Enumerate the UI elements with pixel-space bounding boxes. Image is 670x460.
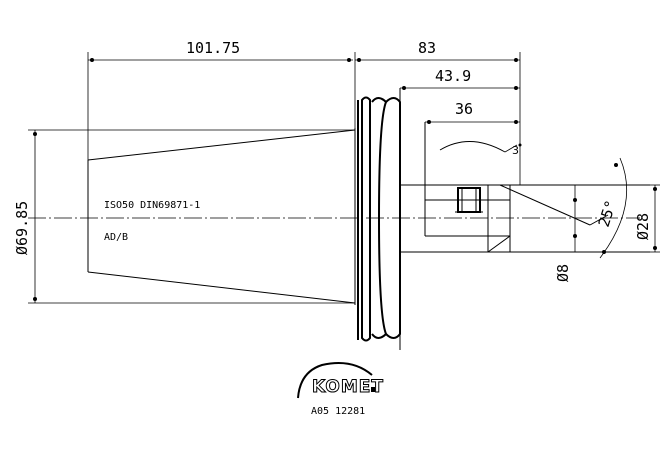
brand-logo: KOMET	[297, 362, 384, 399]
brand-name: KOMET	[312, 377, 384, 397]
dim-shank-length: 43.9	[400, 67, 520, 90]
shank	[400, 122, 650, 253]
overall-length-label: 101.75	[186, 39, 240, 57]
article-number: A05 12281	[311, 406, 365, 417]
dim-taper-diameter: Ø69.85	[13, 129, 355, 304]
thread-depth-label: 36	[455, 100, 473, 118]
taper-diameter-label: Ø69.85	[13, 201, 31, 255]
bore-diameter-label: Ø8	[554, 264, 572, 282]
dim-overall-length: 101.75	[87, 39, 353, 160]
thread-mark: 3	[512, 144, 519, 157]
dim-angle: 25°	[595, 157, 628, 259]
standard-label: ISO50 DIN69871-1	[104, 200, 200, 211]
angle-label: 25°	[595, 198, 620, 229]
thread-arc	[439, 141, 506, 153]
form-label: AD/B	[104, 232, 128, 243]
shank-length-label: 43.9	[435, 67, 471, 85]
flange-to-end-label: 83	[418, 39, 436, 57]
taper-cone	[87, 128, 356, 305]
flange	[357, 88, 401, 350]
dim-shank-diameter: Ø28	[634, 184, 660, 253]
shank-diameter-label: Ø28	[634, 213, 652, 240]
thread-leader	[504, 144, 518, 153]
dim-thread-depth: 36	[425, 100, 520, 124]
dim-flange-to-end: 83	[354, 39, 521, 185]
dim-bore-diameter: Ø8	[554, 185, 577, 282]
